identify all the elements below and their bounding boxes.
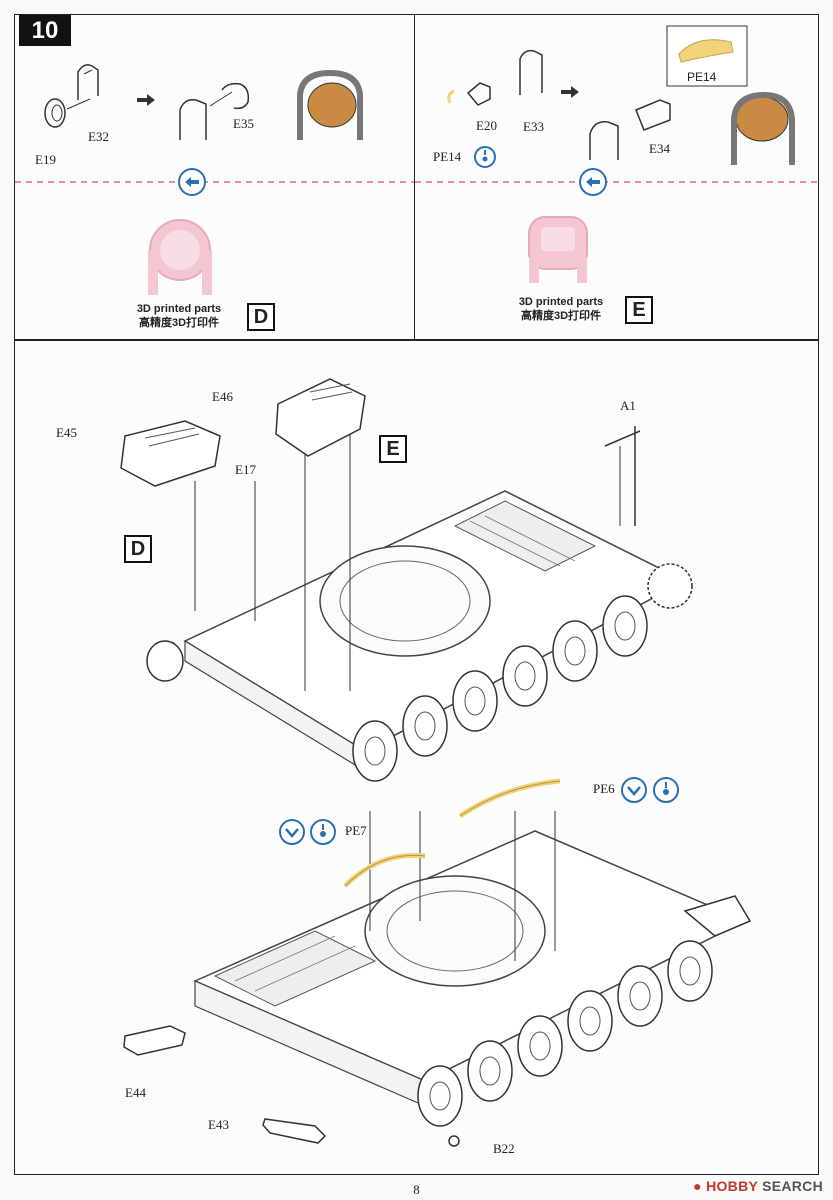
arrow-icon — [137, 94, 155, 106]
part-e33-drawing — [519, 49, 543, 95]
label-e19: E19 — [35, 152, 56, 167]
box-letter-d: D — [247, 303, 275, 331]
label-e45: E45 — [56, 425, 77, 440]
swap-icon — [178, 168, 206, 196]
swap-icon-right — [579, 168, 607, 196]
label-e34: E34 — [649, 141, 670, 156]
part-pe6-drawing — [458, 778, 561, 819]
caption-3d-parts-d: 3D printed parts 高精度3D打印件 — [129, 302, 229, 330]
part-d-rendered — [297, 69, 363, 140]
label-e20: E20 — [476, 118, 497, 133]
label-pe6: PE6 — [593, 781, 615, 796]
part-e45-drawing — [120, 420, 221, 487]
label-pe14-top: PE14 — [687, 70, 717, 84]
label-pe14: PE14 — [433, 149, 462, 164]
box-letter-e: E — [625, 296, 653, 324]
tank-hull-upper-drawing — [146, 421, 693, 782]
part-e44-drawing — [123, 1025, 186, 1056]
part-e-rendered — [731, 91, 795, 165]
bend-down-icon-pe7 — [279, 819, 305, 845]
label-e43: E43 — [208, 1117, 229, 1132]
part-e43-drawing — [262, 1118, 327, 1144]
arrow-icon-right — [561, 86, 579, 98]
tank-hull-lower-drawing — [193, 811, 752, 1127]
bend-up-icon-pe7 — [310, 819, 336, 845]
step-panel-left: 10 E19 E32 E35 3D printed parts 高精 — [14, 14, 415, 340]
dashed-divider-right — [415, 181, 818, 183]
dashed-divider — [15, 181, 414, 183]
step-number: 10 — [19, 15, 71, 46]
label-a1: A1 — [620, 398, 636, 413]
label-e44: E44 — [125, 1085, 146, 1100]
label-pe7: PE7 — [345, 823, 367, 838]
part-e20-drawing — [447, 82, 491, 106]
step-panel-right: PE14 PE14 E20 E33 E34 3D printed par — [414, 14, 819, 340]
watermark-icon: ● — [693, 1178, 702, 1194]
bend-up-icon-pe6 — [653, 777, 679, 803]
label-e17: E17 — [235, 462, 256, 477]
caption-cn: 高精度3D打印件 — [138, 317, 220, 329]
part-pe14-gold-render — [666, 25, 748, 87]
page-number: 8 — [413, 1182, 420, 1197]
bend-up-icon — [474, 146, 496, 168]
caption-cn: 高精度3D打印件 — [520, 310, 602, 322]
label-e35: E35 — [233, 116, 254, 131]
watermark-brand: HOBBY — [706, 1178, 758, 1194]
part-a1-antenna-mount — [604, 426, 641, 526]
part-e-pink-render — [528, 216, 588, 283]
box-letter-d-main: D — [124, 535, 152, 563]
label-e32: E32 — [88, 129, 109, 144]
label-b22: B22 — [493, 1141, 515, 1156]
watermark: ● HOBBY SEARCH — [693, 1178, 823, 1194]
part-b22-drawing — [448, 1135, 460, 1147]
part-e46-drawing — [275, 378, 366, 457]
bend-down-icon-pe6 — [621, 777, 647, 803]
label-e33: E33 — [523, 119, 544, 134]
caption-en: 3D printed parts — [136, 303, 222, 315]
part-d-pink-render — [148, 219, 212, 295]
caption-3d-parts-e: 3D printed parts 高精度3D打印件 — [511, 295, 611, 323]
part-e35-drawing — [179, 82, 250, 140]
main-assembly-panel: E46 E45 E17 A1 D E — [14, 340, 819, 1175]
part-e32-drawing — [77, 64, 99, 100]
watermark-suffix: SEARCH — [762, 1178, 823, 1194]
part-pe7-drawing — [343, 852, 426, 888]
box-letter-e-main: E — [379, 435, 407, 463]
part-e19-drawing — [44, 98, 91, 128]
part-e34-drawing — [589, 99, 671, 160]
caption-en: 3D printed parts — [518, 296, 604, 308]
label-e46: E46 — [212, 389, 233, 404]
